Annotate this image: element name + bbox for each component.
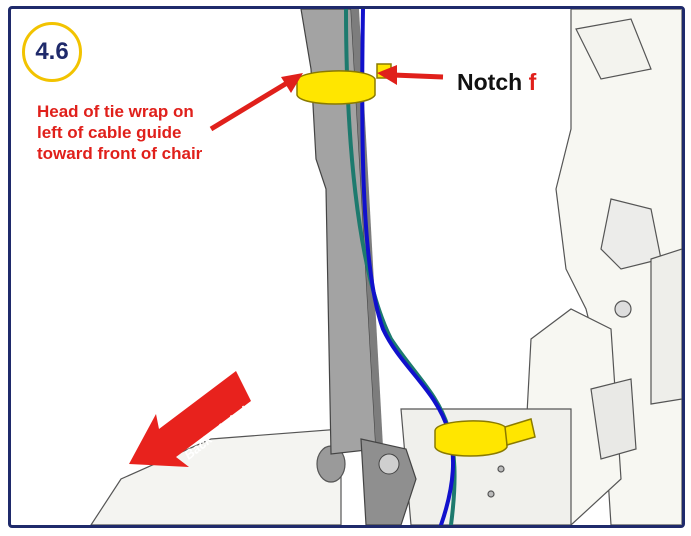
notch-word: Notch: [457, 69, 523, 95]
callout-line-2: left of cable guide: [37, 123, 182, 142]
callout-line-3: toward front of chair: [37, 144, 203, 163]
step-number-badge: 4.6: [22, 22, 82, 82]
tie-wrap-head-callout: Head of tie wrap on left of cable guide …: [37, 101, 257, 164]
notch-letter: f: [528, 69, 537, 95]
notch-callout: Notch f: [457, 69, 536, 96]
step-number: 4.6: [35, 38, 69, 65]
lower-tie-wrap: [434, 418, 536, 457]
chair-frame-illustration: [90, 9, 682, 525]
callout-line-1: Head of tie wrap on: [37, 102, 194, 121]
arrow-to-tie-head: [209, 73, 303, 132]
back-of-chair-arrow: [129, 371, 251, 467]
arrow-to-notch: [377, 65, 444, 85]
illustration-frame: 4.6 Head of tie wrap on left of cable gu…: [8, 6, 685, 528]
